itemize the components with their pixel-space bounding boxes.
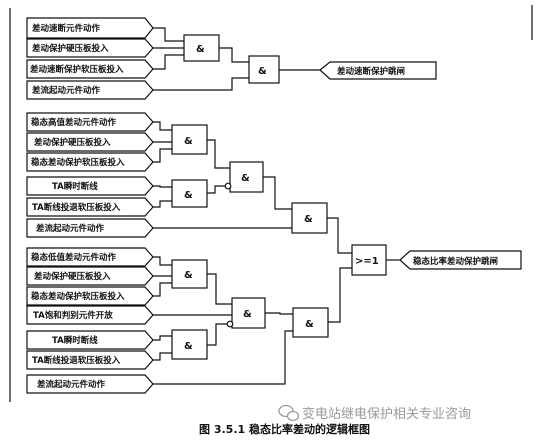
input-signal-8: TA瞬时断线	[26, 176, 154, 196]
watermark: 变电站继电保护相关专业咨询	[278, 404, 471, 422]
input-signal-5: 稳态高值差动元件动作	[26, 112, 154, 132]
input-signal-4: 差流起动元件动作	[26, 80, 154, 100]
input-label-9: TA断线投退软压板投入	[32, 202, 121, 213]
output-label-2: 稳态比率差动保护跳闸	[413, 256, 498, 267]
or-gate: >=1	[351, 244, 387, 276]
and-gate-b: &	[248, 55, 280, 84]
output-signal-2: 稳态比率差动保护跳闸	[399, 250, 522, 270]
svg-text:&: &	[241, 173, 250, 184]
input-signal-3: 差动速断保护软压板投入	[26, 59, 154, 79]
svg-text:&: &	[258, 66, 267, 77]
input-label-13: 稳态差动保护软压板投入	[31, 291, 125, 302]
input-label-7: 稳态差动保护软压板投入	[31, 157, 125, 168]
input-label-16: TA断线投退软压板投入	[32, 355, 121, 366]
input-label-15: TA瞬时断线	[52, 335, 98, 346]
and-gate-j: &	[292, 307, 329, 338]
svg-text:&: &	[184, 341, 193, 352]
svg-text:&: &	[184, 136, 193, 147]
input-signal-13: 稳态差动保护软压板投入	[26, 286, 154, 306]
input-signal-14: TA饱和判别元件开放	[26, 305, 154, 325]
and-gate-k: &	[171, 329, 208, 360]
input-signal-12: 差动保护硬压板投入	[26, 266, 154, 286]
input-signal-16: TA断线投退软压板投入	[26, 350, 154, 370]
watermark-text: 变电站继电保护相关专业咨询	[302, 406, 471, 422]
svg-text:&: &	[184, 270, 193, 281]
input-label-14: TA饱和判别元件开放	[33, 310, 113, 321]
wechat-icon	[278, 404, 300, 422]
input-label-10: 差流起动元件动作	[35, 223, 105, 234]
input-signal-6: 差动保护硬压板投入	[26, 132, 154, 152]
input-label-2: 差动保护硬压板投入	[31, 43, 109, 54]
input-label-1: 差动速断元件动作	[31, 23, 101, 34]
svg-text:&: &	[304, 214, 313, 225]
and-gate-h: &	[171, 259, 208, 289]
output-label-1: 差动速断保护跳闸	[336, 66, 405, 77]
input-label-3: 差动速断保护软压板投入	[29, 64, 124, 75]
input-signal-2: 差动保护硬压板投入	[26, 38, 154, 58]
svg-text:&: &	[184, 190, 193, 201]
input-signal-10: 差流起动元件动作	[26, 218, 154, 238]
input-signal-11: 稳态低值差动元件动作	[26, 247, 154, 267]
wires	[153, 27, 400, 385]
input-label-6: 差动保护硬压板投入	[33, 137, 111, 148]
input-signal-1: 差动速断元件动作	[26, 17, 154, 39]
input-label-8: TA瞬时断线	[52, 181, 98, 192]
input-label-4: 差流起动元件动作	[31, 85, 101, 96]
and-gate-i: &	[231, 297, 266, 329]
svg-text:>=1: >=1	[355, 256, 379, 267]
and-gate-e: &	[229, 161, 264, 193]
input-label-17: 差流起动元件动作	[36, 379, 106, 390]
and-gate-a: &	[183, 34, 220, 62]
input-label-11: 稳态低值差动元件动作	[31, 252, 117, 263]
and-gate-f: &	[291, 202, 328, 234]
and-gate-c: &	[171, 124, 208, 155]
svg-text:&: &	[305, 319, 314, 330]
input-signal-15: TA瞬时断线	[26, 330, 154, 350]
input-label-5: 稳态高值差动元件动作	[31, 117, 117, 128]
input-signal-17: 差流起动元件动作	[26, 374, 154, 394]
input-label-12: 差动保护硬压板投入	[33, 271, 111, 282]
figure-caption: 图 3.5.1 稳态比率差动的逻辑框图	[199, 422, 370, 436]
and-gate-d: &	[171, 179, 208, 208]
svg-text:&: &	[243, 309, 252, 320]
output-signal-1: 差动速断保护跳闸	[319, 61, 437, 80]
input-signal-9: TA断线投退软压板投入	[26, 197, 154, 217]
svg-text:&: &	[196, 44, 205, 55]
input-signal-7: 稳态差动保护软压板投入	[26, 152, 154, 172]
